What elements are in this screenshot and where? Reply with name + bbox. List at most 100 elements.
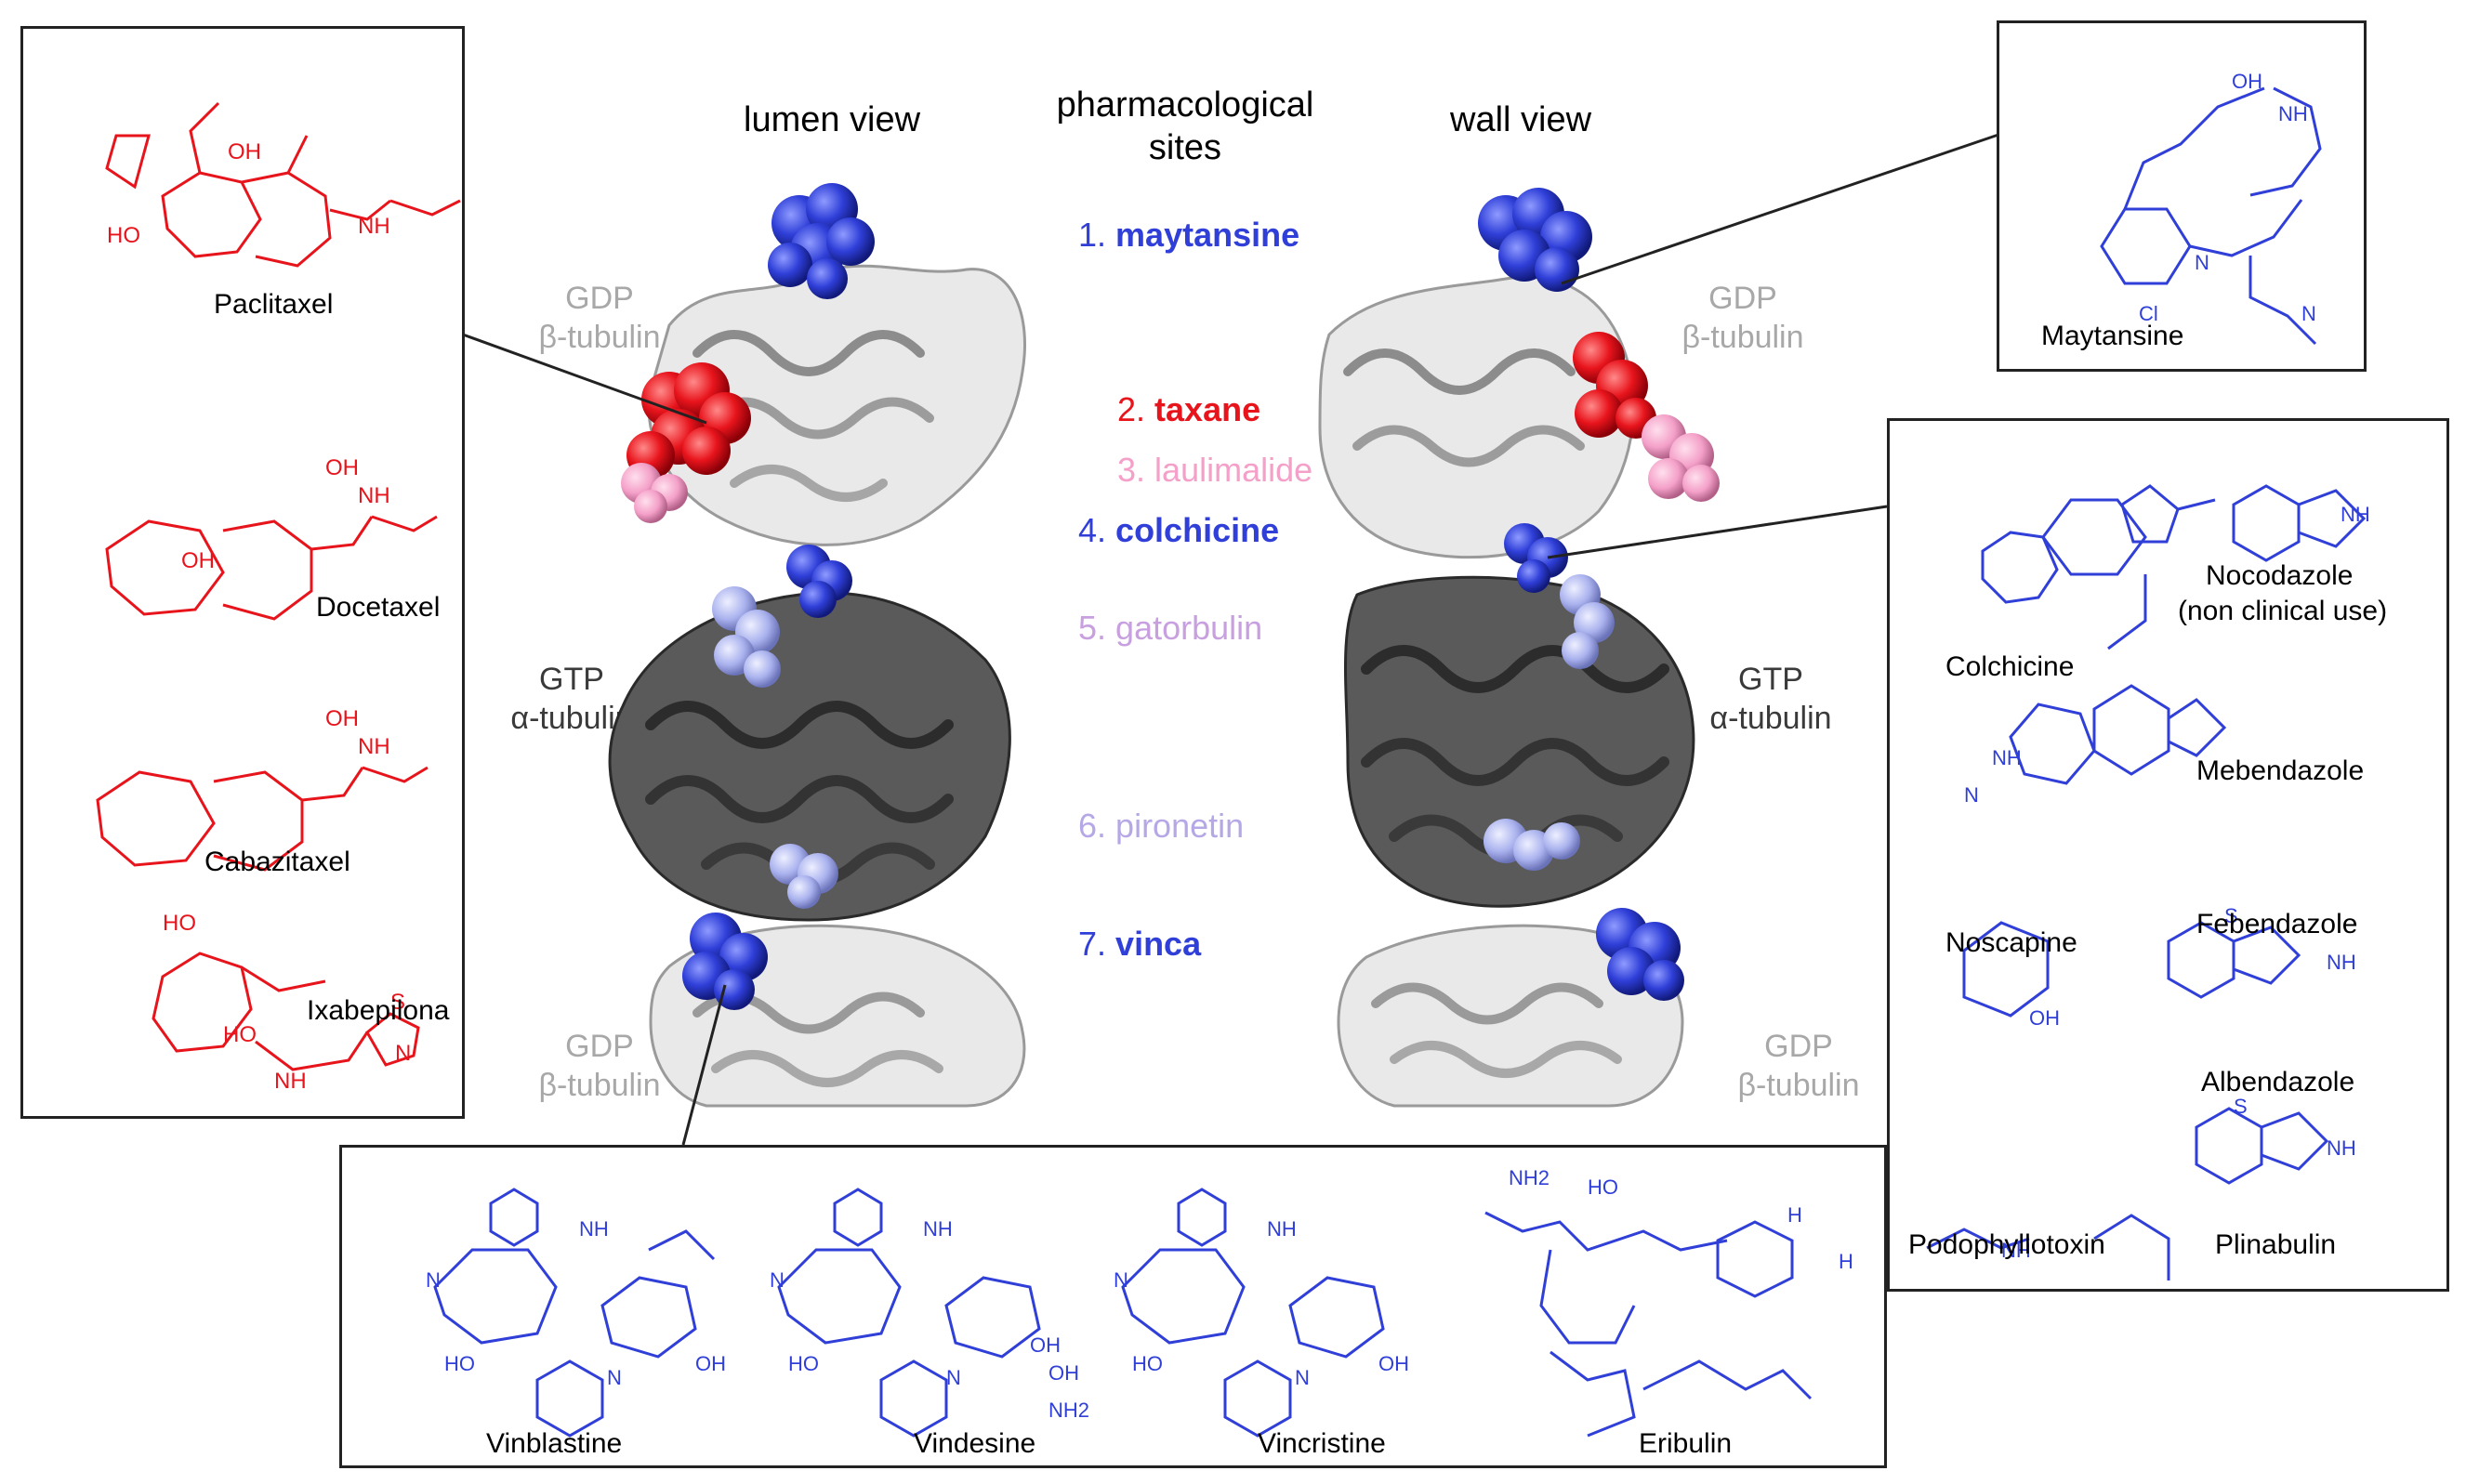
atom-n: N xyxy=(1295,1366,1310,1389)
atom-nh2: NH2 xyxy=(1509,1166,1549,1189)
vinca-site-spheres xyxy=(682,913,768,1010)
atom-oh: OH xyxy=(325,455,359,480)
drug-vinblastine: Vinblastine xyxy=(486,1428,623,1459)
maytansine-drugs-panel: OH NH N Cl N Maytansine xyxy=(1997,20,2367,372)
atom-ho: HO xyxy=(788,1352,819,1375)
atom-nh: NH xyxy=(579,1217,609,1241)
atom-oh: OH xyxy=(2029,1006,2060,1030)
atom-ho: HO xyxy=(1588,1175,1618,1199)
atom-s: S xyxy=(2224,904,2238,927)
site-number: 5. xyxy=(1078,609,1107,647)
beta-tubulin-label: β-tubulin xyxy=(538,320,661,355)
site-name: taxane xyxy=(1154,390,1261,428)
alpha-tubulin-label: α-tubulin xyxy=(510,701,633,736)
atom-nh: NH xyxy=(358,483,390,508)
drug-ixabepilona: Ixabepilona xyxy=(307,995,450,1026)
gatorbulin-site-spheres-wall xyxy=(1560,574,1615,669)
site-number: 2. xyxy=(1117,390,1146,428)
site-pironetin: 6. pironetin xyxy=(1078,807,1244,846)
site-name: vinca xyxy=(1115,925,1202,963)
atom-oh: OH xyxy=(1378,1352,1409,1375)
drug-podophyllotoxin: Podophyllotoxin xyxy=(1908,1229,2105,1260)
gdp-label: GDP xyxy=(1708,281,1777,316)
laulimalide-site-spheres-wall xyxy=(1642,414,1720,502)
atom-n: N xyxy=(1114,1268,1128,1292)
gdp-beta-tubulin-bottom-right: GDP β-tubulin xyxy=(1720,1027,1878,1105)
pironetin-site-spheres-wall xyxy=(1484,819,1580,871)
connector-taxane xyxy=(462,333,707,425)
sites-title: pharmacological sites xyxy=(1046,84,1325,169)
pironetin-site-spheres xyxy=(770,844,838,909)
colchicine-site-spheres-wall xyxy=(1504,523,1568,593)
atom-oh: OH xyxy=(1048,1361,1079,1385)
site-number: 3. xyxy=(1117,451,1146,489)
drug-febendazole: Febendazole xyxy=(2196,909,2358,939)
atom-ho: HO xyxy=(107,223,140,248)
site-colchicine: 4. colchicine xyxy=(1078,511,1279,550)
drug-noscapine: Noscapine xyxy=(1945,927,2077,958)
lumen-view-title: lumen view xyxy=(744,100,921,139)
atom-n: N xyxy=(607,1366,622,1389)
gtp-alpha-tubulin-right: GTP α-tubulin xyxy=(1692,660,1850,738)
alpha-tubulin-ribbon xyxy=(608,591,1011,922)
site-vinca: 7. vinca xyxy=(1078,925,1201,964)
atom-nh: NH xyxy=(1992,746,2022,769)
atom-s: S xyxy=(390,990,405,1015)
drug-maytansine: Maytansine xyxy=(2041,321,2184,351)
maytansine-site-spheres-wall xyxy=(1478,188,1592,292)
drug-vindesine: Vindesine xyxy=(914,1428,1036,1459)
gdp-label: GDP xyxy=(565,1029,634,1064)
atom-cl: Cl xyxy=(2139,302,2158,325)
taxane-site-spheres xyxy=(626,362,751,479)
atom-nh: NH xyxy=(2001,1239,2031,1262)
beta-tubulin-label: β-tubulin xyxy=(1737,1068,1860,1103)
drug-mebendazole: Mebendazole xyxy=(2196,755,2365,786)
gdp-label: GDP xyxy=(1764,1029,1833,1064)
sites-title-line1: pharmacological xyxy=(1056,85,1314,125)
drug-nocodazole-note: (non clinical use) xyxy=(2178,596,2388,626)
gtp-label: GTP xyxy=(1738,662,1803,697)
atom-oh: OH xyxy=(228,139,261,164)
atom-nh: NH xyxy=(2278,102,2308,125)
atom-nh: NH xyxy=(358,214,390,239)
drug-vincristine: Vincristine xyxy=(1258,1428,1386,1459)
atom-n: N xyxy=(2301,302,2316,325)
site-maytansine: 1. maytansine xyxy=(1078,216,1299,255)
atom-nh: NH xyxy=(2341,503,2370,526)
connector-vinca xyxy=(681,984,727,1146)
site-name: laulimalide xyxy=(1154,451,1313,489)
atom-nh: NH xyxy=(2327,1136,2356,1160)
lumen-view-protein xyxy=(608,183,1026,1108)
drug-colchicine: Colchicine xyxy=(1945,651,2075,682)
wall-view-title: wall view xyxy=(1450,100,1592,139)
site-number: 6. xyxy=(1078,807,1107,845)
gtp-alpha-tubulin-left: GTP α-tubulin xyxy=(493,660,651,738)
atom-n: N xyxy=(1964,783,1979,807)
site-taxane: 2. taxane xyxy=(1117,390,1260,429)
atom-ho: HO xyxy=(223,1022,257,1047)
colchicine-drugs-panel: NH NH NH NH NH N S S OH Colchicine Nocod… xyxy=(1887,418,2449,1292)
atom-h: H xyxy=(1787,1203,1802,1227)
atom-oh: OH xyxy=(2232,70,2262,93)
atom-nh2: NH2 xyxy=(1048,1399,1089,1422)
connector-maytansine xyxy=(1561,133,1999,285)
taxane-structures: HO OH NH OH OH NH OH NH HO HO NH S N xyxy=(96,101,461,1094)
atom-oh: OH xyxy=(1030,1333,1061,1357)
drug-albendazole: Albendazole xyxy=(2201,1067,2355,1097)
site-number: 4. xyxy=(1078,511,1107,549)
site-number: 1. xyxy=(1078,216,1107,254)
site-name: pironetin xyxy=(1115,807,1245,845)
drug-docetaxel: Docetaxel xyxy=(316,592,441,623)
atom-nh: NH xyxy=(1267,1217,1297,1241)
sites-title-line2: sites xyxy=(1148,128,1222,167)
atom-nh: NH xyxy=(2327,951,2356,974)
taxane-drugs-panel: HO OH NH OH OH NH OH NH HO HO NH S N Pac… xyxy=(20,26,465,1119)
atom-oh: OH xyxy=(695,1352,726,1375)
gatorbulin-site-spheres xyxy=(712,586,781,688)
connector-colchicine xyxy=(1547,505,1888,559)
atom-oh: OH xyxy=(181,548,215,573)
drug-cabazitaxel: Cabazitaxel xyxy=(204,847,350,877)
site-number: 7. xyxy=(1078,925,1107,963)
laulimalide-site-spheres xyxy=(621,463,688,523)
site-name: maytansine xyxy=(1115,216,1300,254)
